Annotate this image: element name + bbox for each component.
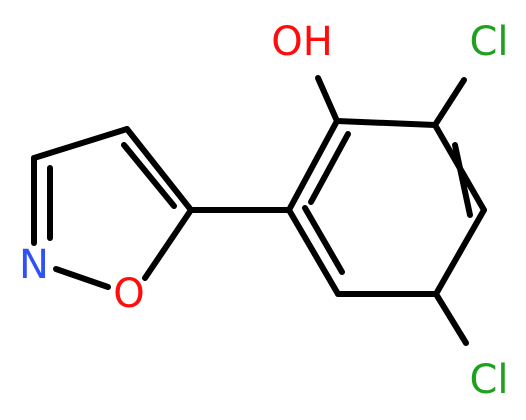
bond-c3-c4 bbox=[433, 207, 487, 297]
bond-c5-c6 bbox=[286, 207, 341, 297]
bond-c5-c6-inner bbox=[302, 205, 345, 275]
bond-c1-c2 bbox=[334, 118, 438, 128]
bond-c6-c1-inner bbox=[308, 131, 351, 205]
bond-c4-c3-ring bbox=[31, 126, 130, 161]
atom-label-chlorine-bottom: Cl bbox=[469, 357, 508, 403]
bond-c4-cl bbox=[433, 291, 469, 346]
bond-c2-c3-inner bbox=[452, 142, 473, 218]
bond-c5-c4-ring-inner bbox=[121, 142, 177, 209]
bond-o-c5 bbox=[142, 207, 194, 281]
atom-label-chlorine-top: Cl bbox=[469, 19, 508, 65]
bond-c2-cl bbox=[432, 77, 467, 128]
bond-c1-oh bbox=[315, 75, 340, 124]
atom-label-ring-oxygen: O bbox=[113, 271, 144, 317]
bond-c5-c4-ring bbox=[124, 126, 194, 213]
atom-label-nitrogen: N bbox=[19, 242, 49, 288]
bond-c6-c1 bbox=[286, 118, 340, 213]
atom-label-hydroxyl: OH bbox=[271, 19, 333, 65]
bond-n-o bbox=[53, 266, 111, 290]
